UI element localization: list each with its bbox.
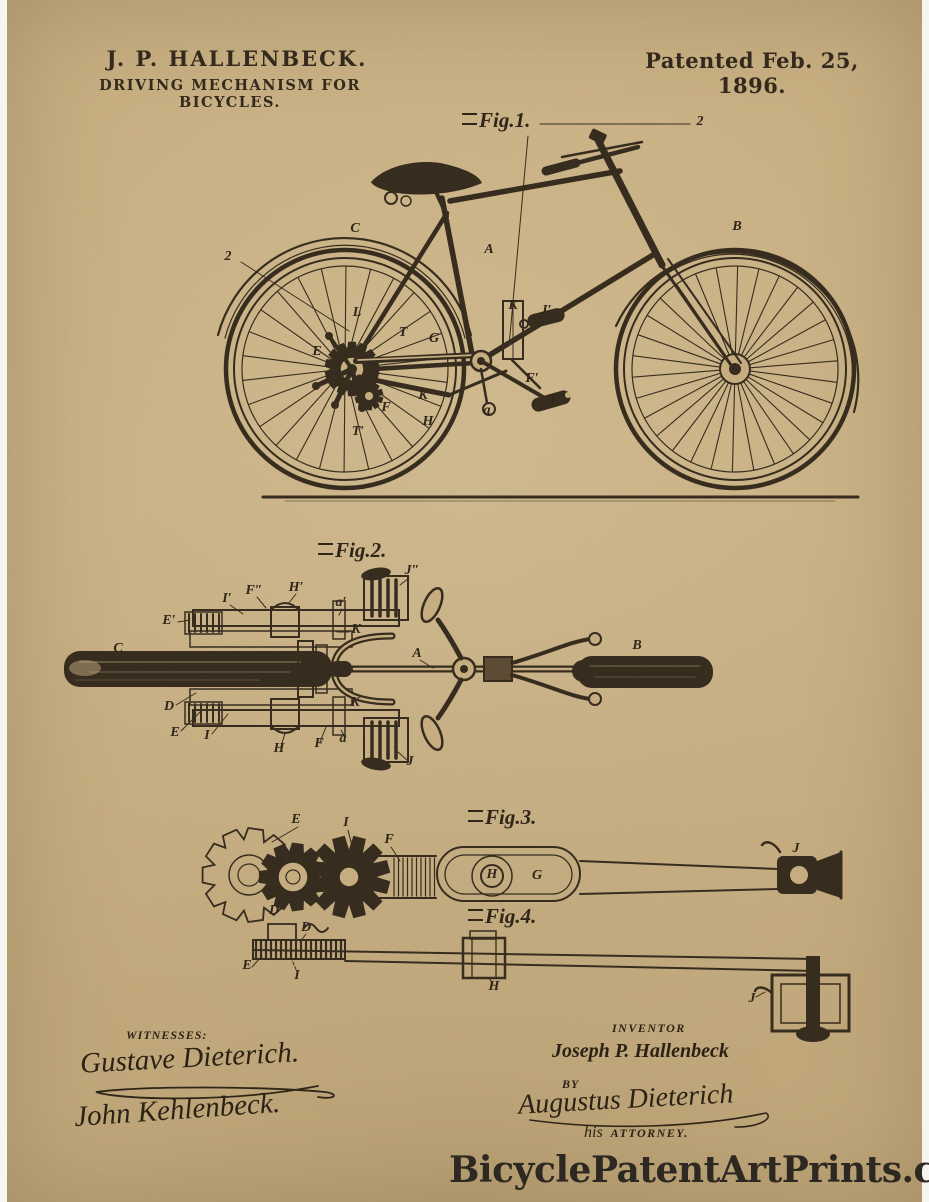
fig1-part-label-F′: F′ [525,371,539,387]
fig1-part-label-F: F [381,400,391,416]
fig3-part-label-E: E [291,812,301,828]
fig2-part-label-C: C [113,641,123,657]
fig1-part-label-H: H [422,414,434,430]
fig2-part-label-D: D [163,699,175,715]
fig2-part-label-F: F [314,736,324,752]
fig2-part-label-J″: J″ [404,563,420,579]
fig1-part-label-A: A [484,242,494,258]
fig1-part-label-J′: J′ [540,303,552,319]
fig1-part-label-a: a [483,403,491,419]
fig1-part-label-T: T [398,325,408,341]
witnesses-heading: WITNESSES: [126,1028,208,1042]
fig2-part-label-A: A [412,646,422,662]
fig2-part-label-H′: H′ [288,580,304,596]
fig3-part-label-H: H [486,867,498,883]
fig1-part-label-K: K [508,298,518,314]
fig2-part-label-E: E [170,725,180,741]
fig2-part-label-J: J [406,754,414,770]
fig3-part-label-D: D [268,903,280,919]
fig2-part-label-a′: a′ [335,595,347,611]
fig3-part-label-J: J [792,841,800,857]
fig1-part-label-K: K [418,388,428,404]
watermark-url: BicyclePatentArtPrints.com [449,1149,929,1191]
fig2-part-label-a: a [339,731,347,747]
fig2-part-label-K: K [350,695,360,711]
fig2-part-label-I′: I′ [222,591,232,607]
attorney-label: ATTORNEY. [610,1126,689,1140]
patent-inventor-header: J. P. HALLENBECK. [106,46,368,71]
fig3-part-label-F: F [384,832,394,848]
fig1-part-label-2: 2 [224,249,232,265]
fig1-part-label-2: 2 [696,114,704,130]
fig1-part-label-C: C [350,221,360,237]
fig1-part-label-B: B [732,219,742,235]
patent-title: DRIVING MECHANISM FOR BICYCLES. [99,77,361,111]
by-label: BY [562,1077,580,1091]
fig4-part-label-H: H [488,979,500,995]
fig2-caption: Fig.2. [318,538,386,563]
fig4-part-label-E: E [242,958,252,974]
fig4-part-label-I: I [294,968,300,984]
fig4-part-label-J: J [748,991,756,1007]
fig1-caption: Fig.1. [462,108,530,133]
fig2-part-label-B: B [632,638,642,654]
fig1-part-label-L: L [352,305,362,321]
fig1-part-label-E: E [312,344,322,360]
fig1-part-label-T′: T′ [351,424,365,440]
fig2-part-label-K: K [351,622,361,638]
inventor-name: Joseph P. Hallenbeck [552,1040,729,1062]
fig1-part-label-J: J [548,392,556,408]
fig1-part-label-G: G [428,331,440,347]
fig2-part-label-I: I [204,728,210,744]
attorney-line: his ATTORNEY. [584,1124,689,1142]
patent-date: Patented Feb. 25, 1896. [645,48,859,98]
fig4-caption: Fig.4. [468,904,536,929]
fig2-part-label-H: H [273,741,285,757]
his-label: his [584,1124,603,1141]
fig4-part-label-D: D [300,920,312,936]
fig3-part-label-G: G [531,868,543,884]
fig3-part-label-I: I [343,815,349,831]
fig3-caption: Fig.3. [468,805,536,830]
inventor-heading: INVENTOR [612,1021,686,1035]
fig2-part-label-F″: F″ [245,583,263,599]
fig2-part-label-E′: E′ [162,613,176,629]
